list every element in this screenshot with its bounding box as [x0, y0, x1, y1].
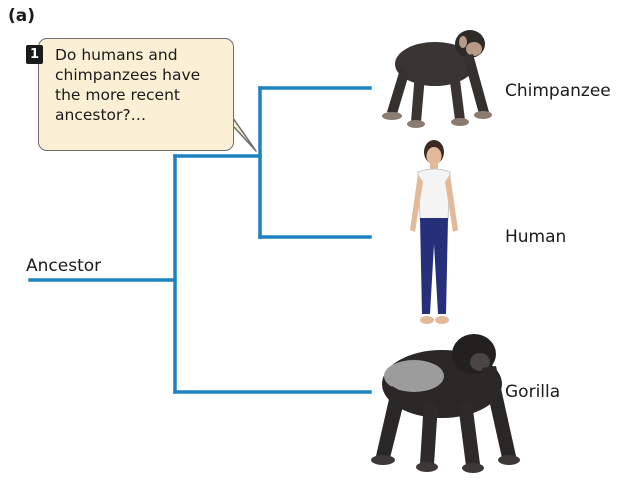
- step-number-badge: 1: [26, 45, 43, 64]
- gorilla-illustration: [362, 324, 522, 476]
- chimpanzee-label: Chimpanzee: [505, 81, 611, 101]
- question-callout: 1 Do humans and chimpanzees have the mor…: [38, 38, 234, 151]
- chimpanzee-illustration: [375, 16, 495, 132]
- callout-question-text: Do humans and chimpanzees have the more …: [55, 45, 227, 125]
- gorilla-label: Gorilla: [505, 382, 560, 402]
- ancestor-label: Ancestor: [26, 256, 101, 276]
- human-illustration: [400, 136, 468, 332]
- human-label: Human: [505, 227, 566, 247]
